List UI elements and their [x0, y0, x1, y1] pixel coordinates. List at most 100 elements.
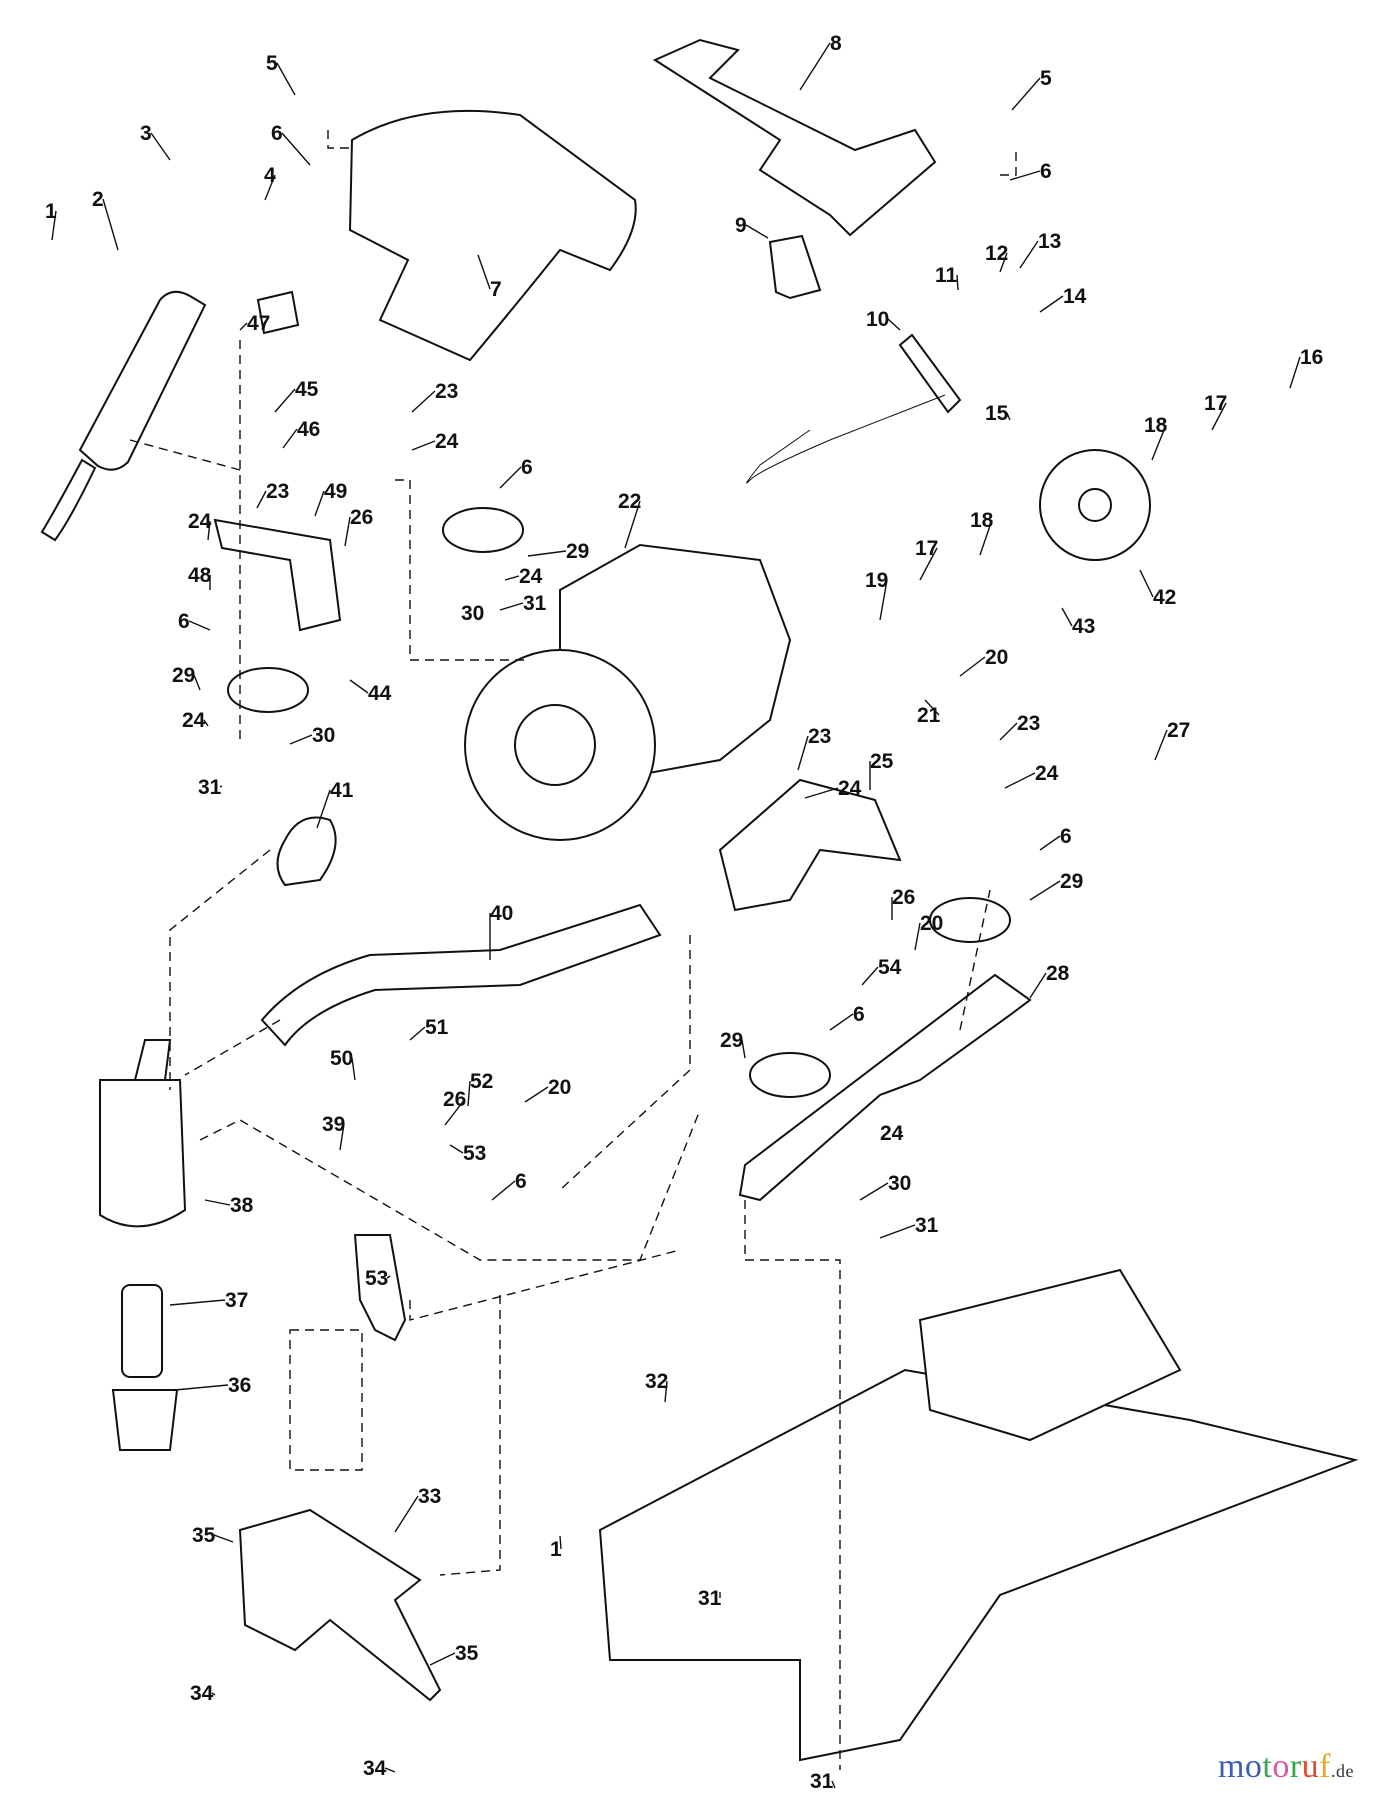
assembly-line: [199, 1109, 701, 1261]
callout-label: 20: [920, 912, 943, 935]
callout-leader-line: [799, 42, 831, 91]
muffler-shape: [78, 290, 207, 471]
callout-50: 50: [330, 1047, 356, 1081]
callout-leader-line: [499, 466, 522, 489]
callout-label: 26: [892, 886, 915, 909]
callout-1: 1: [45, 200, 57, 241]
callout-10: 10: [866, 308, 901, 331]
callout-leader-line: [879, 579, 888, 621]
callout-48: 48: [188, 564, 212, 590]
callout-18: 18: [970, 509, 994, 556]
throttle-cable-shape: [746, 394, 946, 484]
callout-label: 23: [1017, 712, 1040, 735]
callout-label: 4: [264, 164, 276, 187]
callout-label: 26: [350, 506, 373, 529]
callout-17: 17: [915, 537, 938, 581]
callout-leader-line: [409, 1026, 426, 1041]
callout-52: 52: [467, 1070, 493, 1107]
frame-rail-shape: [598, 1368, 1359, 1762]
callout-35: 35: [429, 1642, 479, 1666]
callout-46: 46: [282, 418, 320, 449]
watermark-letter: m: [1217, 1748, 1245, 1785]
callout-43: 43: [1061, 607, 1095, 638]
callout-leader-line: [624, 500, 641, 549]
callout-leader-line: [169, 1299, 226, 1306]
callout-54: 54: [861, 956, 902, 986]
callout-label: 54: [878, 956, 902, 979]
callout-label: 10: [866, 308, 889, 331]
callout-leader-line: [314, 490, 325, 517]
callout-leader-line: [524, 1086, 549, 1103]
callout-leader-line: [829, 1013, 854, 1031]
callout-37: 37: [169, 1289, 248, 1312]
callout-6: 6: [178, 610, 211, 633]
callout-label: 24: [435, 430, 459, 453]
engine-shroud-shape: [348, 109, 637, 362]
callout-30: 30: [859, 1172, 911, 1201]
callout-label: 6: [515, 1170, 527, 1193]
callout-6: 6: [829, 1003, 865, 1031]
callout-leader-line: [914, 922, 921, 951]
callout-7: 7: [477, 254, 502, 301]
assembly-line: [409, 1249, 681, 1321]
callout-label: 45: [295, 378, 319, 401]
callout-26: 26: [344, 506, 373, 547]
callout-33: 33: [394, 1485, 441, 1533]
callout-label: 8: [830, 32, 842, 55]
callout-label: 6: [521, 456, 533, 479]
callout-40: 40: [489, 902, 513, 960]
callout-leader-line: [384, 1767, 396, 1773]
callout-16: 16: [1289, 346, 1323, 389]
callout-leader-line: [239, 322, 248, 331]
callout-label: 53: [463, 1142, 486, 1165]
callout-label: 31: [810, 1770, 834, 1793]
callout-6: 6: [499, 456, 533, 489]
callout-24: 24: [880, 1122, 904, 1145]
watermark-letter: f: [1319, 1748, 1331, 1785]
callout-leader-line: [959, 656, 986, 677]
callout-label: 32: [645, 1370, 668, 1393]
callout-45: 45: [274, 378, 319, 413]
callout-label: 23: [266, 480, 289, 503]
callout-label: 24: [519, 565, 543, 588]
callout-label: 18: [1144, 414, 1168, 437]
callout-24: 24: [1004, 762, 1059, 789]
callout-leader-line: [1006, 412, 1011, 421]
callout-label: 43: [1072, 615, 1095, 638]
callout-label: 53: [365, 1267, 388, 1290]
callout-14: 14: [1039, 285, 1087, 313]
flywheel-hub-shape: [514, 704, 596, 786]
callout-53: 53: [365, 1267, 391, 1290]
callout-label: 27: [1167, 719, 1190, 742]
muffler-tailpipe-shape: [40, 458, 97, 542]
callout-23: 23: [256, 480, 289, 509]
callout-leader-line: [499, 602, 524, 611]
callout-leader-line: [219, 785, 223, 788]
callout-23: 23: [411, 380, 458, 413]
callout-leader-line: [527, 550, 567, 557]
callout-leader-line: [831, 1780, 836, 1789]
callout-20: 20: [914, 912, 943, 951]
callout-label: 5: [1040, 67, 1052, 90]
callout-label: 23: [808, 725, 831, 748]
callout-leader-line: [491, 1180, 516, 1201]
assembly-line: [959, 889, 991, 1031]
callout-leader-line: [1039, 835, 1061, 851]
callout-leader-line: [264, 174, 276, 201]
callout-leader-line: [276, 62, 296, 96]
callout-leader-line: [477, 254, 491, 290]
callout-leader-line: [919, 547, 938, 581]
callout-leader-line: [316, 789, 331, 829]
callout-leader-line: [102, 198, 119, 251]
callout-leader-line: [1139, 569, 1154, 598]
callout-label: 24: [838, 777, 862, 800]
callout-label: 25: [870, 750, 894, 773]
callout-leader-line: [504, 575, 520, 581]
callout-6: 6: [271, 122, 311, 166]
callout-31: 31: [810, 1770, 836, 1793]
callout-label: 20: [985, 646, 1008, 669]
callout-label: 31: [915, 1214, 939, 1237]
callout-leader-line: [1289, 356, 1301, 389]
callout-label: 19: [865, 569, 888, 592]
callout-label: 31: [198, 776, 222, 799]
